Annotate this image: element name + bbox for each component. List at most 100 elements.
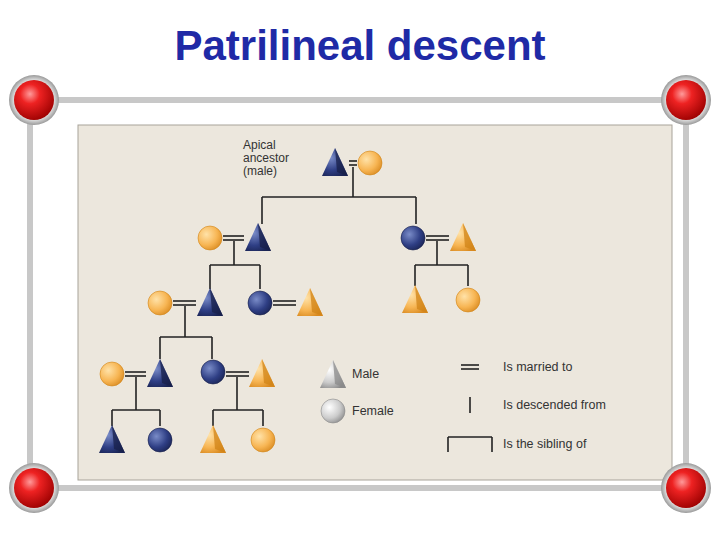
frame [30,100,686,488]
kin-line [349,164,357,166]
kin-line [223,235,244,237]
triangle-side [463,223,476,251]
male-symbol [147,359,173,387]
kin-line [111,410,113,426]
red-pin [666,80,706,120]
pin-ring [9,75,59,125]
kin-line [211,337,213,359]
pin-ring [661,463,711,513]
triangle-side [310,288,323,316]
kin-line [125,375,146,377]
triangle-face [322,148,348,176]
triangle-side [160,359,173,387]
red-pin [666,468,706,508]
kin-line [184,306,186,337]
female-symbol [100,362,124,386]
kin-line [448,436,492,438]
kin-line [112,409,160,411]
male-symbol [320,360,346,388]
chart-title: Patrilineal descent [0,22,720,70]
female-symbol [321,399,345,423]
kin-line [273,300,296,302]
kin-line [125,371,146,373]
kin-line [233,241,235,265]
legend-text: Female [352,404,394,418]
kin-line [259,265,261,289]
kin-line [226,371,249,373]
kin-line [173,304,196,306]
female-symbol [198,226,222,250]
kin-line [236,377,238,410]
kin-line [447,437,449,452]
triangle-face [245,223,271,251]
kin-line [491,437,493,452]
kin-line [135,377,137,410]
red-pin [14,468,54,508]
triangle-face [99,425,125,453]
kin-line [223,239,244,241]
kin-line [415,264,468,266]
male-symbol [450,223,476,251]
female-symbol [358,151,382,175]
kin-line [426,239,449,241]
kin-line [159,410,161,426]
kin-line [469,397,471,413]
triangle-face [249,359,275,387]
male-symbol [402,285,428,313]
kin-line [160,336,212,338]
kin-line [261,197,263,224]
triangle-side [213,425,226,453]
kinship-figures [99,148,492,453]
triangle-face [450,223,476,251]
triangle-face [197,288,223,316]
kin-line [426,235,449,237]
triangle-side [258,223,271,251]
kin-line [349,160,357,162]
female-symbol [148,291,172,315]
triangle-face [200,425,226,453]
female-symbol [148,428,172,452]
triangle-face [147,359,173,387]
pin-ring [661,75,711,125]
female-symbol [251,428,275,452]
male-symbol [99,425,125,453]
triangle-face [297,288,323,316]
kin-line [273,304,296,306]
male-symbol [322,148,348,176]
male-symbol [197,288,223,316]
pin-ring [9,463,59,513]
kin-line [352,167,354,197]
female-symbol [401,226,425,250]
ancestor-label: Apical ancestor (male) [243,139,307,178]
legend-text: Is descended from [503,398,606,412]
male-symbol [200,425,226,453]
kin-line [461,364,479,366]
red-pin [14,80,54,120]
triangle-face [320,360,346,388]
legend-text: Male [352,367,379,381]
kin-line [461,368,479,370]
female-symbol [201,360,225,384]
triangle-face [402,285,428,313]
triangle-side [415,285,428,313]
kin-line [173,300,196,302]
kin-line [415,197,417,224]
triangle-side [335,148,348,176]
kin-line [210,264,260,266]
legend-text: Is married to [503,360,572,374]
triangle-side [210,288,223,316]
kin-line [213,409,263,411]
corner-pins [9,75,711,513]
male-symbol [245,223,271,251]
kin-line [209,265,211,289]
female-symbol [248,291,272,315]
female-symbol [456,288,480,312]
kin-line [212,410,214,426]
triangle-side [262,359,275,387]
kin-line [414,265,416,286]
legend-text: Is the sibling of [503,437,586,451]
triangle-side [112,425,125,453]
kin-line [159,337,161,359]
triangle-side [333,360,346,388]
